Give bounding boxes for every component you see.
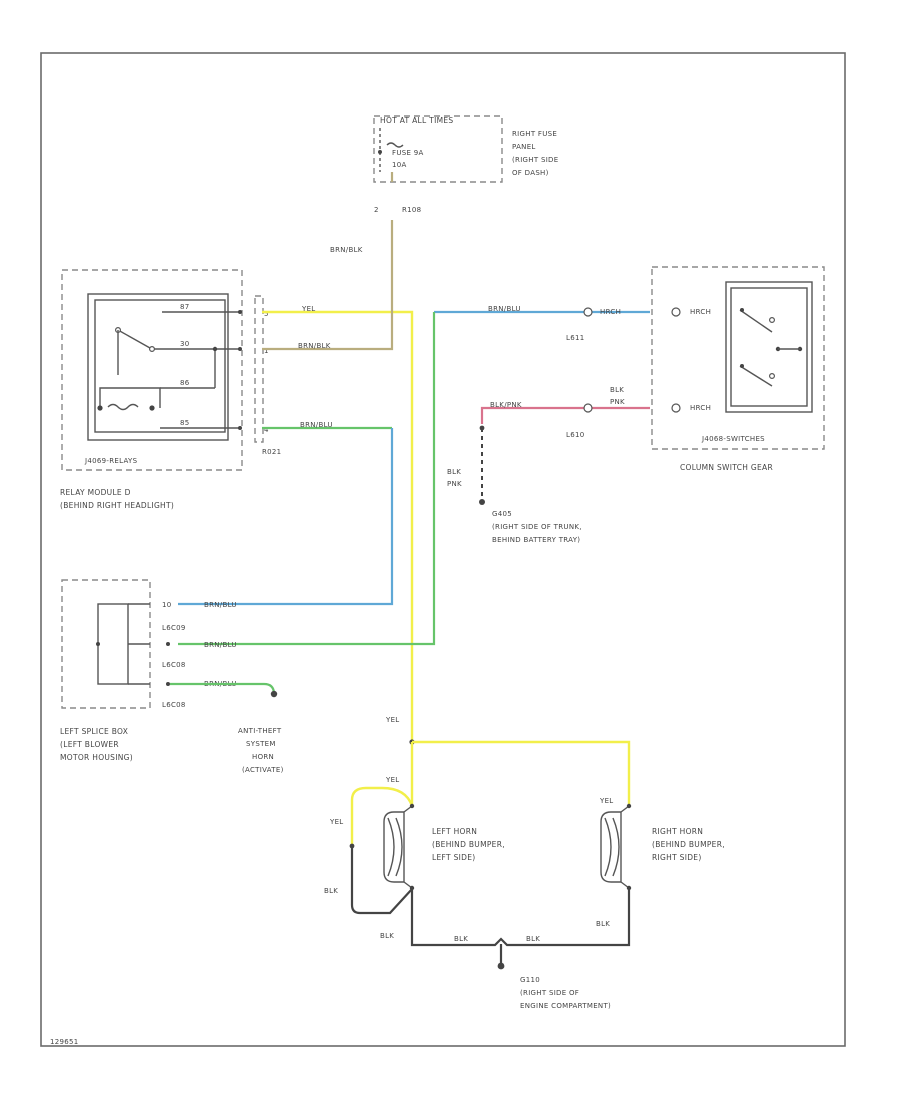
yel-label-2: YEL [385, 776, 400, 784]
relay-pin-30: 30 [180, 340, 190, 348]
col-connector-a: L611 [566, 334, 584, 342]
antitheft-1: ANTI-THEFT [238, 727, 282, 735]
blk-label-5: BLK [596, 920, 610, 928]
left-horn-3: LEFT SIDE) [432, 853, 475, 862]
splice-box [61, 579, 151, 709]
relay-name-2: (BEHIND RIGHT HEADLIGHT) [60, 501, 174, 510]
fuse-box: HOT AT ALL TIMES FUSE 9A 10A [373, 115, 503, 183]
wire-grn-splice2 [178, 312, 436, 646]
trunk-ground-loc-1: (RIGHT SIDE OF TRUNK, [492, 523, 582, 531]
trunk-ground-id: G405 [492, 510, 512, 518]
diagram-frame [40, 52, 846, 1047]
left-horn-1: LEFT HORN [432, 827, 477, 836]
yel-label-3: YEL [329, 818, 344, 826]
wire-label-grn: BRN/BLU [300, 421, 333, 429]
col-connector-b: L610 [566, 431, 584, 439]
wire-yel-loop [350, 786, 414, 846]
relay-name-1: RELAY MODULE D [60, 488, 131, 497]
left-horn [383, 803, 415, 891]
relay-pin-85: 85 [180, 419, 190, 427]
trunk-ground-loc-2: BEHIND BATTERY TRAY) [492, 536, 580, 544]
splice-pin-top: 10 [162, 601, 172, 609]
wire-label-blkpnk-3: BLK [610, 386, 624, 394]
splice-name-3: MOTOR HOUSING) [60, 753, 133, 762]
relay-wire-pin-2: 1 [264, 347, 269, 355]
antitheft-3: HORN [252, 753, 274, 761]
wire-yel-main [262, 310, 414, 742]
fuse-location-3: (RIGHT SIDE [512, 156, 558, 164]
wire-blu-splice1 [178, 428, 394, 606]
right-horn-1: RIGHT HORN [652, 827, 703, 836]
fuse-title: HOT AT ALL TIMES [380, 116, 453, 125]
right-horn-2: (BEHIND BUMPER, [652, 840, 725, 849]
col-terminal-3: HRCH [690, 404, 711, 412]
col-connector-symbols: HRCH HRCH HRCH [583, 307, 711, 413]
wire-red [480, 406, 650, 424]
wire-label-tan: BRN/BLK [298, 342, 331, 350]
splice-name-1: LEFT SPLICE BOX [60, 727, 128, 736]
splice-conn-3: L6C08 [162, 701, 186, 709]
left-horn-2: (BEHIND BUMPER, [432, 840, 505, 849]
right-horn-3: RIGHT SIDE) [652, 853, 702, 862]
splice-wire-2: BRN/BLU [204, 641, 237, 649]
fuse-location-4: OF DASH) [512, 169, 549, 177]
antitheft-4: (ACTIVATE) [242, 766, 284, 774]
splice-wire-1: BRN/BLU [204, 601, 237, 609]
relay-wire-pin-3: 4 [264, 426, 269, 434]
relay-wire-pin-1: 5 [264, 310, 269, 318]
yel-label-1: YEL [385, 716, 400, 724]
relay-connector-id: R021 [262, 448, 281, 456]
col-terminal-1: HRCH [600, 308, 621, 316]
wire-label-blkpnk-1: BLK [447, 468, 461, 476]
wire-tan [262, 220, 394, 351]
g110-loc-1: (RIGHT SIDE OF [520, 989, 579, 997]
fuse-pin: 2 [374, 206, 379, 214]
g110-loc-2: ENGINE COMPARTMENT) [520, 1002, 611, 1010]
wire-yel-right [412, 740, 631, 806]
wire-blk-ground-main [410, 888, 631, 947]
wire-label-blkpnk-2: PNK [447, 480, 462, 488]
right-horn [600, 803, 632, 891]
blk-label-3: BLK [454, 935, 468, 943]
g110-id: G110 [520, 976, 540, 984]
splice-conn-2: L6C08 [162, 661, 186, 669]
splice-name-2: (LEFT BLOWER [60, 740, 119, 749]
fuse-location-2: PANEL [512, 143, 536, 151]
fuse-label-2: 10A [392, 161, 407, 169]
relay-pin-86: 86 [180, 379, 190, 387]
antitheft-2: SYSTEM [246, 740, 276, 748]
relay-connector [254, 295, 264, 443]
col-module-id: J4068-SWITCHES [701, 435, 765, 443]
fuse-connector: R108 [402, 206, 421, 214]
footer-id: 129651 [50, 1038, 79, 1046]
relay-module-id: J4069-RELAYS [84, 457, 138, 465]
splice-conn-1: L6C09 [162, 624, 186, 632]
blk-label-2: BLK [380, 932, 394, 940]
wire-label-blu: BRN/BLU [488, 305, 521, 313]
wire-label-yel-1: YEL [301, 305, 316, 313]
col-switch-name: COLUMN SWITCH GEAR [680, 463, 773, 472]
relay-module: 87 30 86 85 J4069-RELAYS [61, 269, 243, 471]
column-switch: J4068-SWITCHES [651, 266, 825, 450]
yel-label-4: YEL [599, 797, 614, 805]
wire-label-blkpnk-4: PNK [610, 398, 625, 406]
blk-label-1: BLK [324, 887, 338, 895]
wire-label-red: BLK/PNK [490, 401, 522, 409]
fuse-label-1: FUSE 9A [392, 149, 424, 157]
blk-label-4: BLK [526, 935, 540, 943]
relay-pin-87: 87 [180, 303, 190, 311]
wire-blk-left-loop [350, 846, 413, 915]
col-terminal-2: HRCH [690, 308, 711, 316]
fuse-location: RIGHT FUSE PANEL (RIGHT SIDE OF DASH) [512, 130, 558, 177]
fuse-location-1: RIGHT FUSE [512, 130, 557, 138]
wire-label-tan-top: BRN/BLK [330, 246, 363, 254]
